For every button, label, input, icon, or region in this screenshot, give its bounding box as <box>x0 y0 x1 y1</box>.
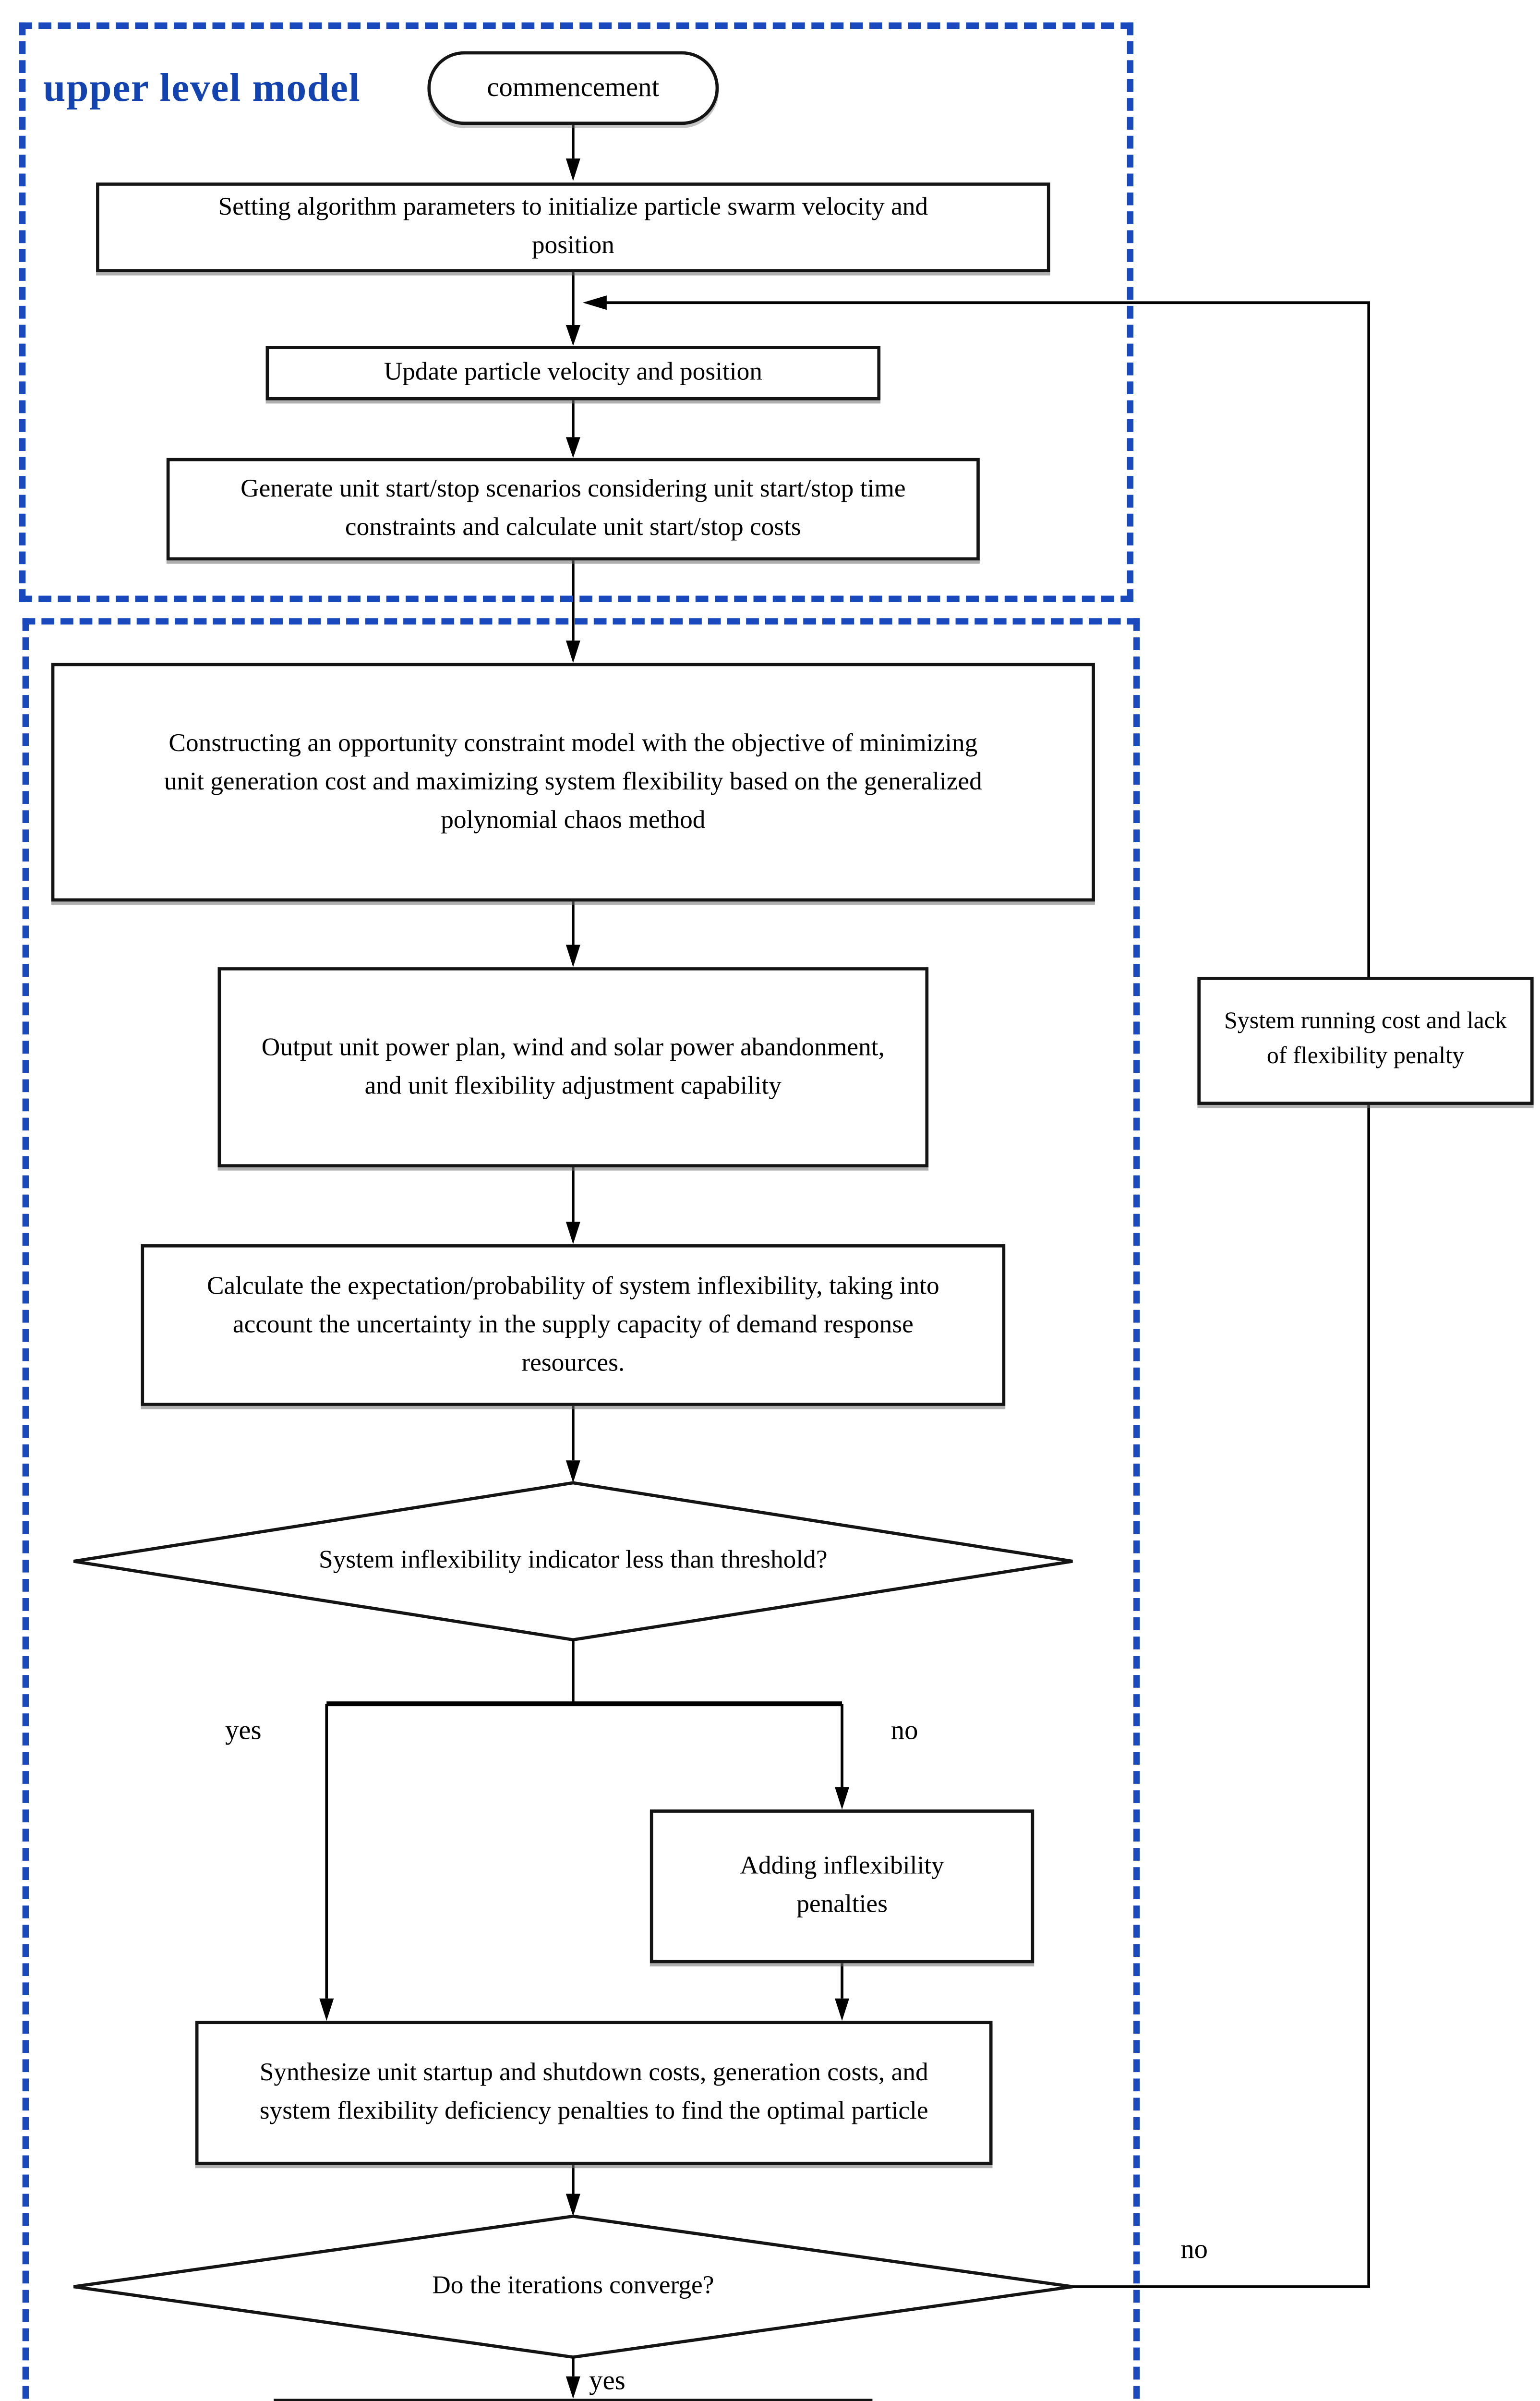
process-add-penalties: Adding inflexibility penalties <box>650 1809 1035 1964</box>
process-update-particles-label: Update particle velocity and position <box>384 358 762 386</box>
process-feedback-cost-note-label: System running cost and lack of flexibil… <box>1224 1009 1507 1070</box>
process-calc-inflexibility: Calculate the expectation/probability of… <box>141 1244 1006 1406</box>
arrowhead-penalties-synthesize <box>835 1998 850 2021</box>
decision-converge-label: Do the iterations converge? <box>432 2271 714 2299</box>
process-synthesize-costs-label: Synthesize unit startup and shutdown cos… <box>259 2059 928 2125</box>
process-output-plan: Output unit power plan, wind and solar p… <box>217 967 929 1167</box>
process-synthesize-costs: Synthesize unit startup and shutdown cos… <box>195 2021 993 2165</box>
upper-level-model-label: upper level model <box>43 67 361 111</box>
arrowhead-setparams <box>565 158 580 181</box>
start-node-label: commencement <box>487 72 660 103</box>
start-node-commencement: commencement <box>427 51 719 125</box>
decision-converge-text: Do the iterations converge? <box>160 2243 986 2330</box>
edge-label-converge-no: no <box>1180 2233 1208 2265</box>
arrowhead-feedback-into-mainline <box>582 295 607 310</box>
process-construct-model-label: Constructing an opportunity constraint m… <box>164 729 982 834</box>
process-feedback-cost-note: System running cost and lack of flexibil… <box>1197 977 1534 1105</box>
arrowhead-update <box>565 325 580 346</box>
process-set-parameters: Setting algorithm parameters to initiali… <box>96 182 1050 272</box>
process-generate-scenarios: Generate unit start/stop scenarios consi… <box>166 458 980 561</box>
arrowhead-no-into-penalties <box>835 1787 850 1810</box>
arrowhead-export <box>565 2376 580 2399</box>
arrowhead-threshold <box>565 1460 580 1483</box>
edge-label-threshold-no: no <box>890 1715 918 1746</box>
process-add-penalties-label: Adding inflexibility penalties <box>740 1853 944 1918</box>
process-output-plan-label: Output unit power plan, wind and solar p… <box>261 1033 885 1100</box>
arrowhead-converge <box>565 2194 580 2217</box>
process-set-parameters-label: Setting algorithm parameters to initiali… <box>218 194 928 260</box>
lower-level-model-region <box>22 618 1140 2401</box>
arrowhead-generate <box>565 437 580 458</box>
process-generate-scenarios-label: Generate unit start/stop scenarios consi… <box>241 475 906 542</box>
edge-label-converge-yes: yes <box>589 2365 626 2396</box>
process-calc-inflexibility-label: Calculate the expectation/probability of… <box>206 1272 939 1377</box>
decision-threshold-label: System inflexibility indicator less than… <box>319 1546 828 1574</box>
edge-feedback-loop <box>605 301 1371 2288</box>
arrowhead-calc <box>565 1222 580 1245</box>
process-construct-model: Constructing an opportunity constraint m… <box>51 663 1095 902</box>
upper-level-model-region <box>19 22 1133 602</box>
edge-label-threshold-yes: yes <box>225 1715 262 1746</box>
arrowhead-yes-into-synthesize <box>319 1998 334 2021</box>
arrowhead-output <box>565 945 580 968</box>
process-export-solution: Export the final scheduling solution <box>274 2399 873 2401</box>
decision-threshold-text: System inflexibility indicator less than… <box>160 1518 986 1604</box>
arrowhead-construct <box>565 640 580 663</box>
process-update-particles: Update particle velocity and position <box>265 346 881 400</box>
